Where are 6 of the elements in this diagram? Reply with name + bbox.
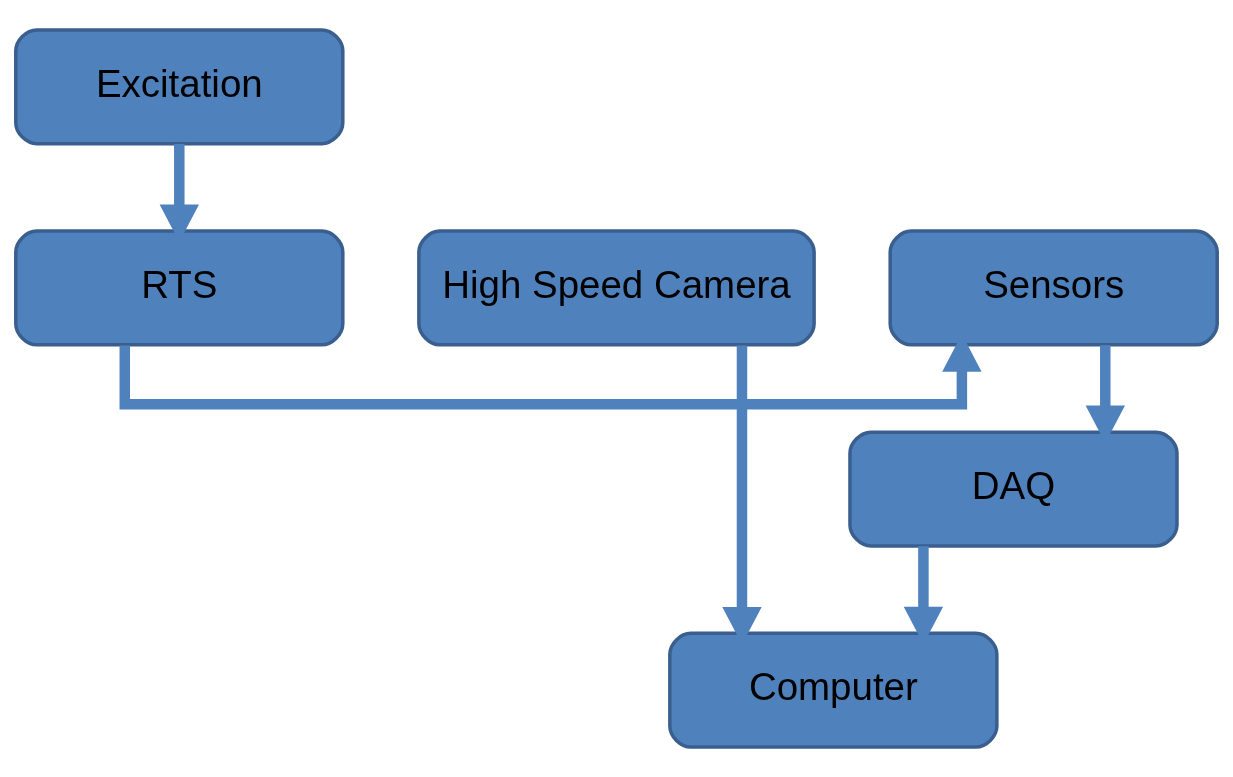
node-box: High Speed Camera: [417, 229, 816, 347]
node-box: Computer: [668, 631, 999, 749]
node-box: Sensors: [888, 229, 1219, 347]
node-box: DAQ: [848, 430, 1179, 548]
node-box: Excitation: [14, 28, 345, 146]
node-box: RTS: [14, 229, 345, 347]
